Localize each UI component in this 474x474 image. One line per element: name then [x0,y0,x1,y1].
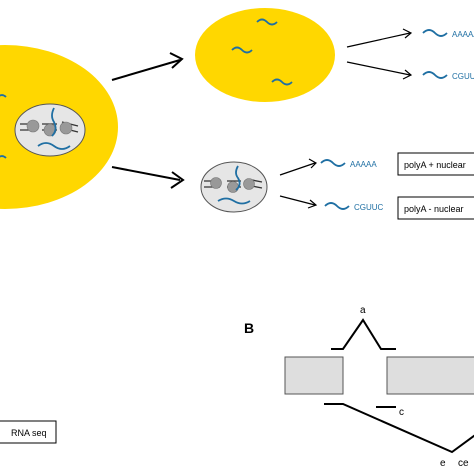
nuclear-rna-strand [217,197,251,205]
cytoplasmic-rna-strand [0,155,7,159]
cytoplasmic-rna-strand [0,94,7,98]
nuclear-rna-strand [51,107,57,137]
box-rna-seq [0,420,57,444]
label-c: c [399,407,404,418]
rna-transcript-icon [422,29,448,37]
box-polya-minus-nuclear [397,196,474,220]
label-ce: ce [458,458,469,469]
seq-label-cguuc-nuc: CGUUC [354,203,384,212]
box-polya-plus-nuclear [397,152,474,176]
read-e [324,403,474,454]
box-label-polya-minus-nuclear: polyA - nuclear [404,204,464,214]
splice-junction-a [331,318,396,350]
nuclear-rna-strand [235,165,241,191]
exon-right [386,356,474,395]
arrow-to-cyto-cguuc [346,61,413,80]
box-label-rna-seq: RNA seq [11,428,47,438]
nuclear-rna-strand [37,142,71,150]
cytoplasmic-fraction [195,8,335,102]
exon-left [284,356,344,395]
seq-label-cguuc-cyto: CGUUC [452,72,474,81]
label-a: a [360,305,366,316]
arrow-to-nuc-polya [279,158,317,176]
panel-label-b: B [244,320,254,336]
cytoplasmic-rna-strand [231,46,253,54]
nucleosome-beads [26,119,73,137]
cytoplasmic-rna-strand [256,18,278,26]
nucleosome-beads [210,177,255,193]
rna-transcript-icon [320,159,346,167]
arrow-to-cyto-polya [346,28,413,48]
seq-label-polya-nuc: AAAAA [350,160,377,169]
arrow-to-cytoplasm [111,52,184,81]
arrow-to-nuc-cguuc [279,195,318,209]
box-label-polya-plus-nuclear: polyA + nuclear [404,160,466,170]
arrow-to-nucleus [111,166,185,189]
seq-label-polya-cyto: AAAAA [452,30,474,39]
rna-transcript-icon [324,202,350,210]
cytoplasmic-rna-strand [271,78,293,86]
label-e: e [440,458,446,469]
rna-transcript-icon [422,71,448,79]
